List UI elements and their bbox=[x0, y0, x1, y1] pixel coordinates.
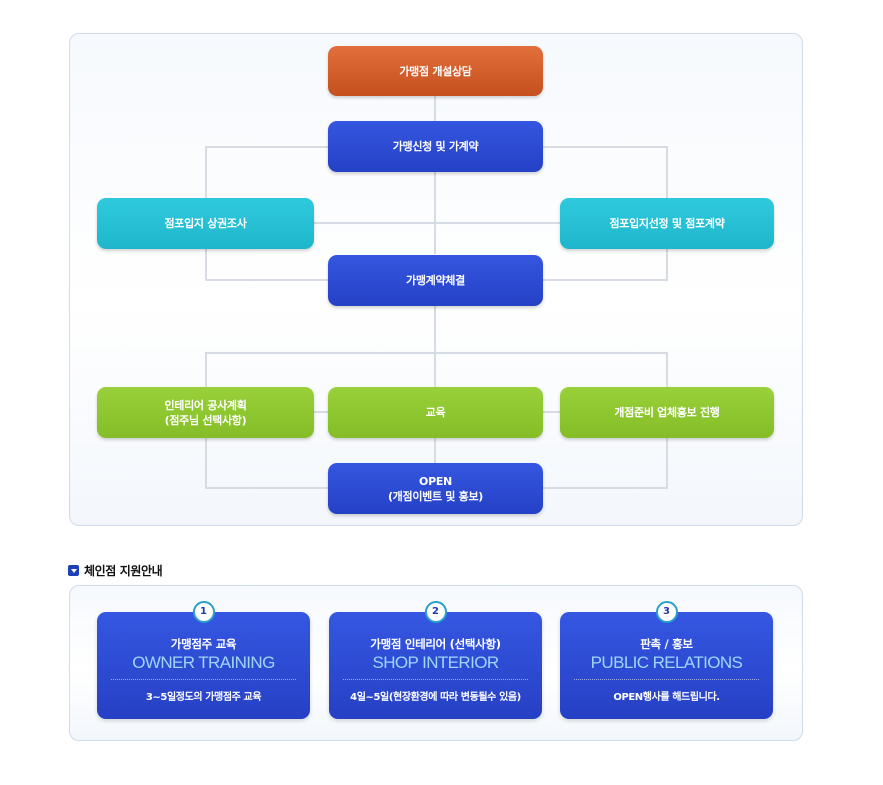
step-open: OPEN (개점이벤트 및 홍보) bbox=[328, 463, 543, 514]
support-card-interior: 2 가맹점 인테리어 (선택사항) SHOP INTERIOR 4일~5일(현장… bbox=[329, 601, 542, 719]
support-card-promotion: 3 판촉 / 홍보 PUBLIC RELATIONS OPEN행사를 해드립니다… bbox=[560, 601, 773, 719]
card-description: 3~5일정도의 가맹점주 교육 bbox=[145, 692, 262, 703]
card-title: 가맹점주 교육 bbox=[170, 637, 237, 651]
step-number-badge: 1 bbox=[192, 601, 215, 623]
step-interior: 인테리어 공사계획 (점주님 선택사항) bbox=[97, 387, 314, 438]
card-english-title: SHOP INTERIOR bbox=[372, 653, 499, 672]
step-number-badge: 3 bbox=[655, 601, 678, 623]
card-description: OPEN행사를 해드립니다. bbox=[613, 692, 720, 703]
step-contract: 가맹계약체결 bbox=[328, 255, 543, 306]
card-title: 가맹점 인테리어 (선택사항) bbox=[370, 637, 501, 651]
card-english-title: PUBLIC RELATIONS bbox=[590, 653, 743, 672]
card-divider bbox=[574, 679, 759, 680]
step-education: 교육 bbox=[328, 387, 543, 438]
step-consult: 가맹점 개설상담 bbox=[328, 46, 543, 96]
step-apply: 가맹신청 및 가계약 bbox=[328, 121, 543, 172]
card-title: 판촉 / 홍보 bbox=[640, 637, 693, 651]
support-section-title: 체인점 지원안내 bbox=[68, 562, 163, 579]
card-divider bbox=[111, 679, 296, 680]
step-promo: 개점준비 업체홍보 진행 bbox=[560, 387, 774, 438]
square-arrow-icon bbox=[68, 565, 79, 576]
card-description: 4일~5일(현장환경에 따라 변동될수 있음) bbox=[350, 692, 521, 703]
step-survey: 점포입지 상권조사 bbox=[97, 198, 314, 249]
support-card-training: 1 가맹점주 교육 OWNER TRAINING 3~5일정도의 가맹점주 교육 bbox=[97, 601, 310, 719]
card-divider bbox=[343, 679, 528, 680]
support-title-text: 체인점 지원안내 bbox=[84, 564, 163, 578]
step-select-store: 점포입지선정 및 점포계약 bbox=[560, 198, 774, 249]
card-english-title: OWNER TRAINING bbox=[132, 653, 275, 672]
step-number-badge: 2 bbox=[424, 601, 447, 623]
